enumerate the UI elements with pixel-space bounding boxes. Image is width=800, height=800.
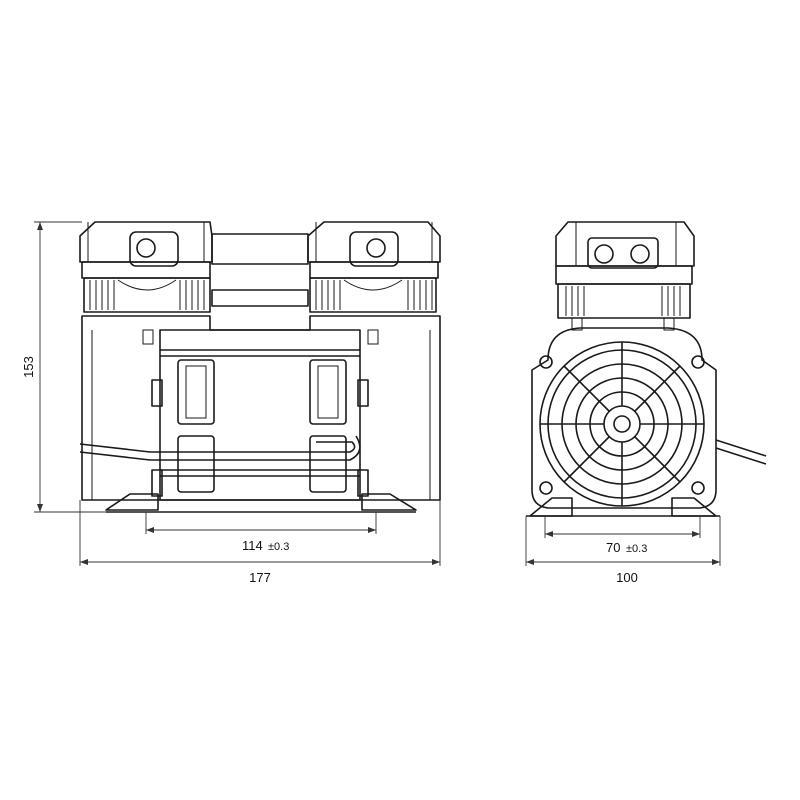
- mounting-width-front-label: 70: [606, 540, 620, 555]
- height-dimension: 153: [21, 221, 106, 513]
- mounting-width-front-dimension: 70 ±0.3: [544, 516, 701, 555]
- mounting-width-side-label: 114: [242, 538, 263, 553]
- overall-width-side-label: 177: [249, 570, 271, 585]
- mounting-width-side-dimension: 114 ±0.3: [145, 512, 377, 553]
- overall-width-side-dimension: 177: [79, 500, 441, 585]
- motor-housing: [526, 327, 767, 517]
- overall-width-front-dimension: 100: [525, 516, 721, 585]
- mounting-width-side-tolerance: ±0.3: [268, 541, 289, 553]
- front-view: 70 ±0.3 100: [525, 221, 767, 585]
- right-cylinder-head: [307, 221, 441, 313]
- overall-width-front-label: 100: [616, 570, 638, 585]
- side-view: 153 114 ±0.3 177: [21, 221, 441, 585]
- left-cylinder-head: [79, 221, 213, 313]
- head-connector: [211, 233, 309, 307]
- main-body: [79, 315, 441, 513]
- front-cylinder-head: [555, 221, 695, 331]
- height-label: 153: [21, 356, 36, 378]
- mounting-width-front-tolerance: ±0.3: [626, 543, 647, 555]
